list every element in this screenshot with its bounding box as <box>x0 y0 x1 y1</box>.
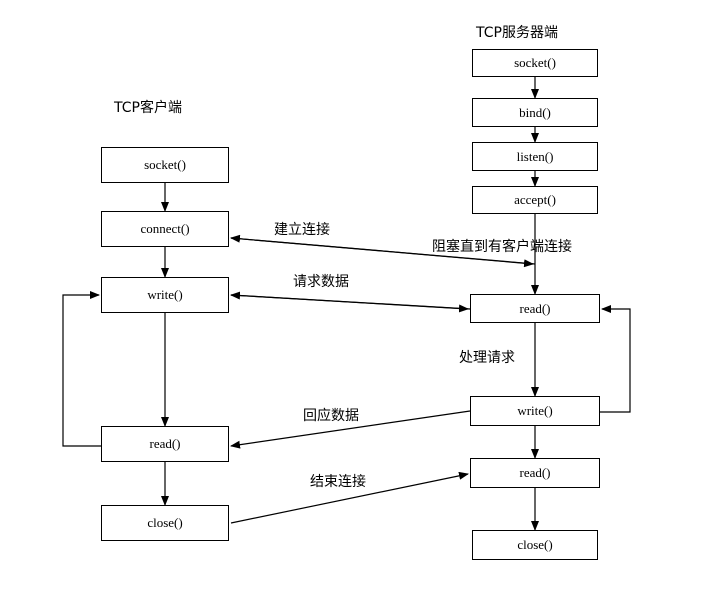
client-write-node: write() <box>101 277 229 313</box>
label-request: 请求数据 <box>293 274 349 290</box>
arrow-finish <box>230 471 469 524</box>
server-close-node: close() <box>472 530 598 560</box>
label-process: 处理请求 <box>459 350 515 366</box>
label-establish: 建立连接 <box>274 222 330 238</box>
arrow-client-loop <box>62 291 101 447</box>
server-bind-node: bind() <box>472 98 598 127</box>
arrow-reply <box>230 410 471 449</box>
server-accept-node: accept() <box>472 186 598 214</box>
client-title: TCP客户端 <box>114 100 182 116</box>
client-connect-node: connect() <box>101 211 229 247</box>
server-read-node: read() <box>470 294 600 323</box>
arrow-request-to-server <box>230 294 469 313</box>
client-close-node: close() <box>101 505 229 541</box>
server-write-node: write() <box>470 396 600 426</box>
label-reply: 回应数据 <box>303 408 359 424</box>
arrow-server-loop <box>600 305 631 413</box>
arrow-establish-to-server <box>230 237 534 268</box>
client-read-node: read() <box>101 426 229 462</box>
server-socket-node: socket() <box>472 49 598 77</box>
server-listen-node: listen() <box>472 142 598 171</box>
server-read2-node: read() <box>470 458 600 488</box>
client-socket-node: socket() <box>101 147 229 183</box>
server-title: TCP服务器端 <box>476 25 558 41</box>
label-block: 阻塞直到有客户端连接 <box>432 239 572 255</box>
label-finish: 结束连接 <box>310 474 366 490</box>
